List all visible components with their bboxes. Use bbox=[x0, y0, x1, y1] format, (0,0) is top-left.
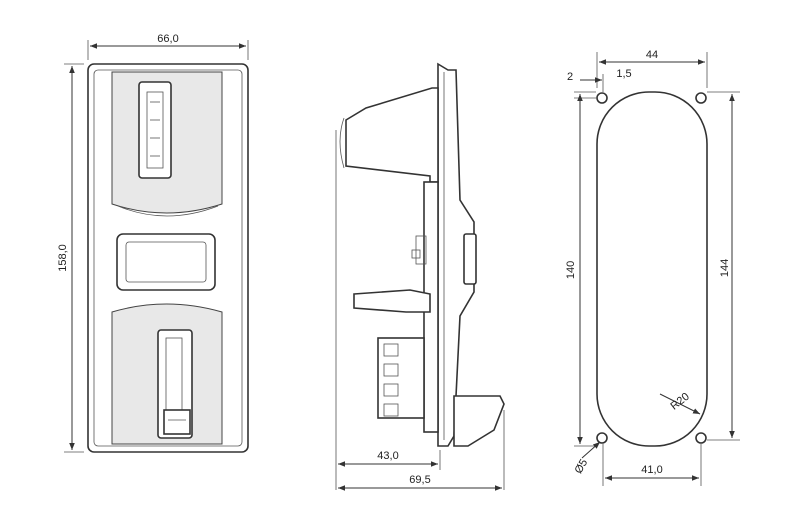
side-upper-body bbox=[345, 87, 439, 183]
middle-window-frame bbox=[116, 233, 216, 291]
top-coin-slot bbox=[146, 91, 164, 169]
side-depth-short-label: 43,0 bbox=[377, 450, 398, 462]
side-lower-arm bbox=[353, 289, 431, 313]
cutout-inner-height-label: 140 bbox=[565, 261, 577, 279]
connector-pin bbox=[383, 403, 399, 417]
upper-body-curve bbox=[339, 117, 345, 169]
connector-pin bbox=[383, 363, 399, 377]
top-coin-slot-frame bbox=[138, 81, 172, 179]
cutout-top-spacing-label: 44 bbox=[646, 49, 658, 61]
connector-pin bbox=[383, 343, 399, 357]
cutout-edge-offset-v-label: 2 bbox=[567, 71, 573, 83]
front-height-label: 158,0 bbox=[57, 244, 69, 272]
side-bottom-latch bbox=[453, 395, 505, 447]
cutout-hole-diameter-label: Ø5 bbox=[573, 457, 591, 476]
side-view: 43,0 69,5 bbox=[335, 62, 505, 491]
side-depth-full-label: 69,5 bbox=[409, 474, 430, 486]
middle-window bbox=[125, 241, 207, 283]
side-bezel bbox=[437, 62, 475, 447]
cutout-vertical-spacing-label: 144 bbox=[719, 259, 731, 277]
cutout-outline bbox=[596, 91, 708, 447]
side-connector bbox=[377, 337, 425, 419]
side-pin bbox=[411, 249, 421, 259]
front-width-label: 66,0 bbox=[157, 33, 178, 45]
cutout-view: 44 1,5 2 140 144 R20 Ø5 41,0 bbox=[565, 49, 740, 486]
top-insert-lip bbox=[117, 205, 219, 217]
cutout-bottom-width-label: 41,0 bbox=[641, 464, 662, 476]
front-inner-frame bbox=[93, 69, 243, 447]
bottom-slot-latch bbox=[163, 409, 191, 435]
diameter-leader bbox=[581, 441, 601, 459]
cutout-edge-offset-h-label: 1,5 bbox=[616, 68, 631, 80]
mounting-hole bbox=[695, 432, 707, 444]
mounting-hole bbox=[596, 92, 608, 104]
mounting-hole bbox=[596, 432, 608, 444]
connector-pin bbox=[383, 383, 399, 397]
front-view: 66,0 158,0 bbox=[57, 33, 249, 453]
side-button bbox=[463, 233, 477, 285]
mounting-hole bbox=[695, 92, 707, 104]
radius-leader bbox=[659, 393, 701, 415]
